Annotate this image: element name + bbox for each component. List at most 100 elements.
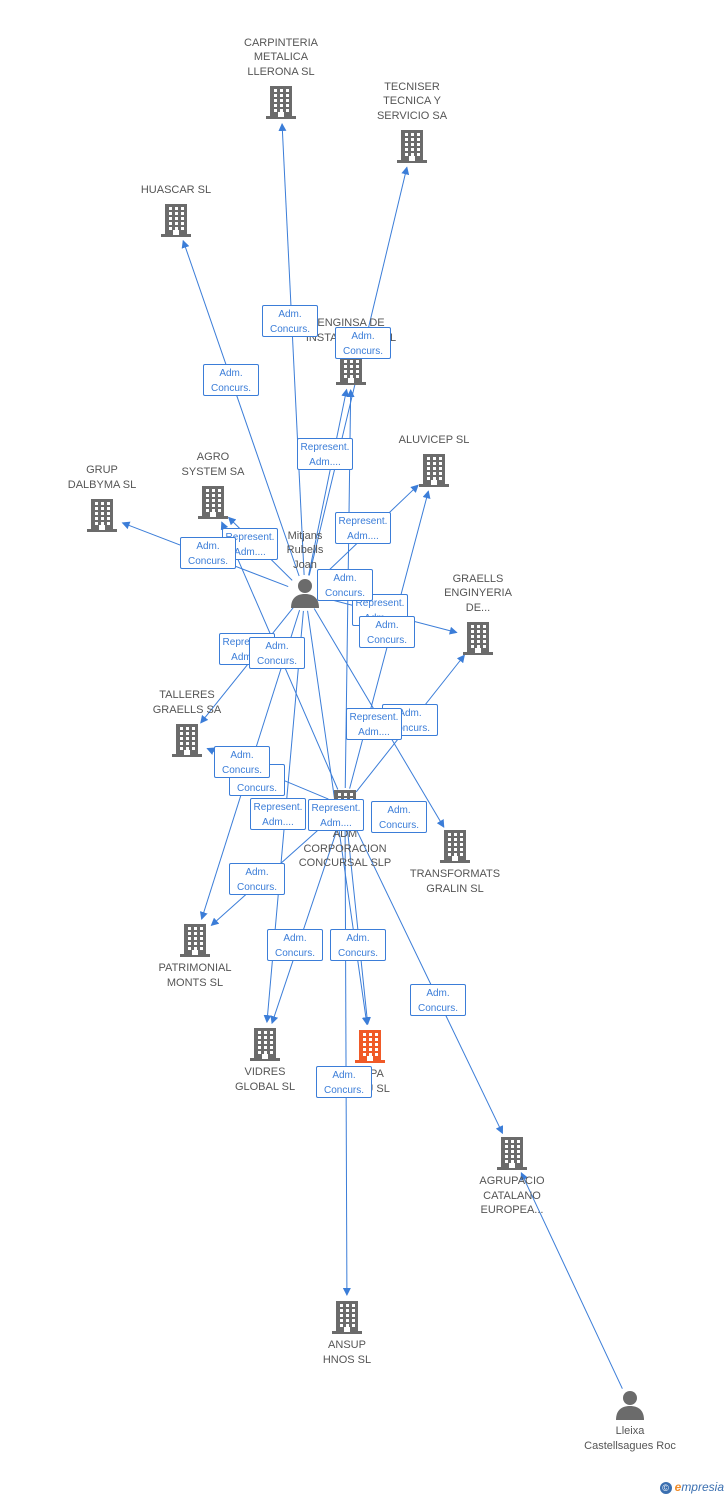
node-label-line: Castellsagues Roc xyxy=(584,1439,676,1452)
building-icon xyxy=(250,1028,280,1061)
brand-name: mpresia xyxy=(681,1480,724,1494)
edge-label-line: Represent. xyxy=(355,598,405,609)
node-label: ANSUP HNOS SL xyxy=(282,1338,412,1367)
edge-label[interactable]: Adm.Concurs. xyxy=(330,929,386,961)
person-icon xyxy=(616,1391,644,1420)
edge-label[interactable]: Adm.Concurs. xyxy=(317,569,373,601)
edge-label-line: Concurs. xyxy=(256,656,297,667)
edge-label[interactable]: Represent. Adm.... xyxy=(297,438,353,470)
edge-label-line: Represent. xyxy=(338,516,388,527)
building-icon xyxy=(497,1137,527,1170)
edge-label[interactable]: Represent.Adm.... xyxy=(308,799,364,831)
edge-label[interactable]: Adm.Concurs. xyxy=(180,537,236,569)
edge-label[interactable]: Adm.Concurs. xyxy=(249,637,305,669)
node-aluvicep[interactable]: ALUVICEP SL xyxy=(369,433,499,487)
edge-label[interactable]: Adm. Concurs. xyxy=(335,327,391,359)
edge-label-line: Concurs. xyxy=(366,635,407,646)
node-label: CARPINTERIA METALICA LLERONA SL xyxy=(216,36,346,80)
edge-label[interactable]: Adm.Concurs. xyxy=(203,364,259,396)
edge-lleixa-to-agrupacio xyxy=(520,1172,623,1389)
node-label-line: TRANSFORMATS xyxy=(409,868,501,880)
edge-label[interactable]: Adm.Concurs. xyxy=(262,305,318,337)
node-label-line: CARPINTERIA xyxy=(244,36,318,49)
node-label-line: LLERONA SL xyxy=(247,65,315,78)
node-label-line: TALLERES xyxy=(159,689,215,701)
node-label-line: CORPORACION xyxy=(303,842,387,855)
node-label-line: Mitjans xyxy=(287,529,323,542)
node-huascar[interactable]: HUASCAR SL xyxy=(111,183,241,237)
edge-label-line: Adm. xyxy=(398,708,422,719)
edge-label-line: Adm. xyxy=(375,620,399,631)
edge-label[interactable]: Represent. Adm.... xyxy=(335,512,391,544)
building-icon xyxy=(463,622,493,655)
node-label-line: VIDRES xyxy=(244,1066,286,1078)
edge-mitjans-to-huascar xyxy=(181,239,300,577)
node-label-line: DALBYMA SL xyxy=(67,478,137,491)
edge-label-line: Adm. xyxy=(351,331,375,342)
node-label-line: METALICA xyxy=(253,51,309,63)
edge-mitjans-to-enginsa xyxy=(308,388,350,576)
node-label-line: ANSUP xyxy=(328,1339,366,1351)
edge-label[interactable]: Adm. Concurs. xyxy=(410,984,466,1016)
node-label-line: SERVICIO SA xyxy=(376,109,448,122)
edge-label-line: Concurs. xyxy=(221,765,262,776)
person-icon xyxy=(291,579,319,608)
edge-label-line: Adm. xyxy=(283,933,307,944)
edge-label-line: Concurs. xyxy=(236,882,277,893)
edge-label-line: Concurs. xyxy=(187,556,228,567)
edge-label-line: Adm.... xyxy=(309,457,341,468)
node-label-line: Rubells xyxy=(286,544,324,556)
node-label-line: ALUVICEP SL xyxy=(398,433,470,446)
edge-label-line: Represent. xyxy=(225,532,275,543)
node-label-line: ADM xyxy=(332,828,358,840)
node-agrupacio[interactable]: AGRUPACIO CATALANO EUROPEA... xyxy=(447,1136,577,1218)
edge-label[interactable]: Adm.Concurs. xyxy=(316,1066,372,1098)
edge-label[interactable]: Adm. Concurs. xyxy=(359,616,415,648)
edge-adm-corp-to-ansup xyxy=(342,823,351,1297)
node-ansup[interactable]: ANSUP HNOS SL xyxy=(282,1300,412,1367)
edge-label[interactable]: Adm.Concurs. xyxy=(267,929,323,961)
edge-label-line: Adm. xyxy=(230,750,254,761)
edge-label-line: Adm. xyxy=(332,1070,356,1081)
node-label-line: AGRO xyxy=(196,451,230,463)
edge-label[interactable]: Adm.Concurs. xyxy=(371,801,427,833)
edge-label[interactable]: Represent.Adm.... xyxy=(346,708,402,740)
edge-label-line: Adm.... xyxy=(320,818,352,829)
node-label-line: CATALANO xyxy=(483,1189,541,1202)
node-label-line: HUASCAR SL xyxy=(140,183,212,196)
node-label-line: EUROPEA... xyxy=(480,1204,544,1216)
edge-label-line: Represent. xyxy=(300,442,350,453)
edge-label-line: Concurs. xyxy=(417,1003,458,1014)
node-agro[interactable]: AGRO SYSTEM SA xyxy=(148,450,278,519)
edge-label[interactable]: Adm. Concurs. xyxy=(229,863,285,895)
edge-label-line: Adm. xyxy=(245,867,269,878)
node-label-line: AGRUPACIO xyxy=(479,1175,545,1187)
edge-label-line: Adm. xyxy=(346,933,370,944)
edge-label[interactable]: Represent.Adm.... xyxy=(250,798,306,830)
edge-label-line: Represent. xyxy=(349,712,399,723)
edge-label[interactable]: Adm. Concurs. xyxy=(214,746,270,778)
node-label-line: PATRIMONIAL xyxy=(158,962,232,974)
edge-label-line: Adm. xyxy=(426,988,450,999)
building-icon xyxy=(419,454,449,487)
edge-label-line: Adm.... xyxy=(347,531,379,542)
node-carpinteria[interactable]: CARPINTERIA METALICA LLERONA SL xyxy=(216,36,346,119)
edge-label-line: Concurs. xyxy=(342,346,383,357)
node-label-line: SYSTEM SA xyxy=(181,465,245,478)
node-label: AGRO SYSTEM SA xyxy=(148,450,278,479)
node-label-line: HNOS SL xyxy=(322,1353,372,1366)
